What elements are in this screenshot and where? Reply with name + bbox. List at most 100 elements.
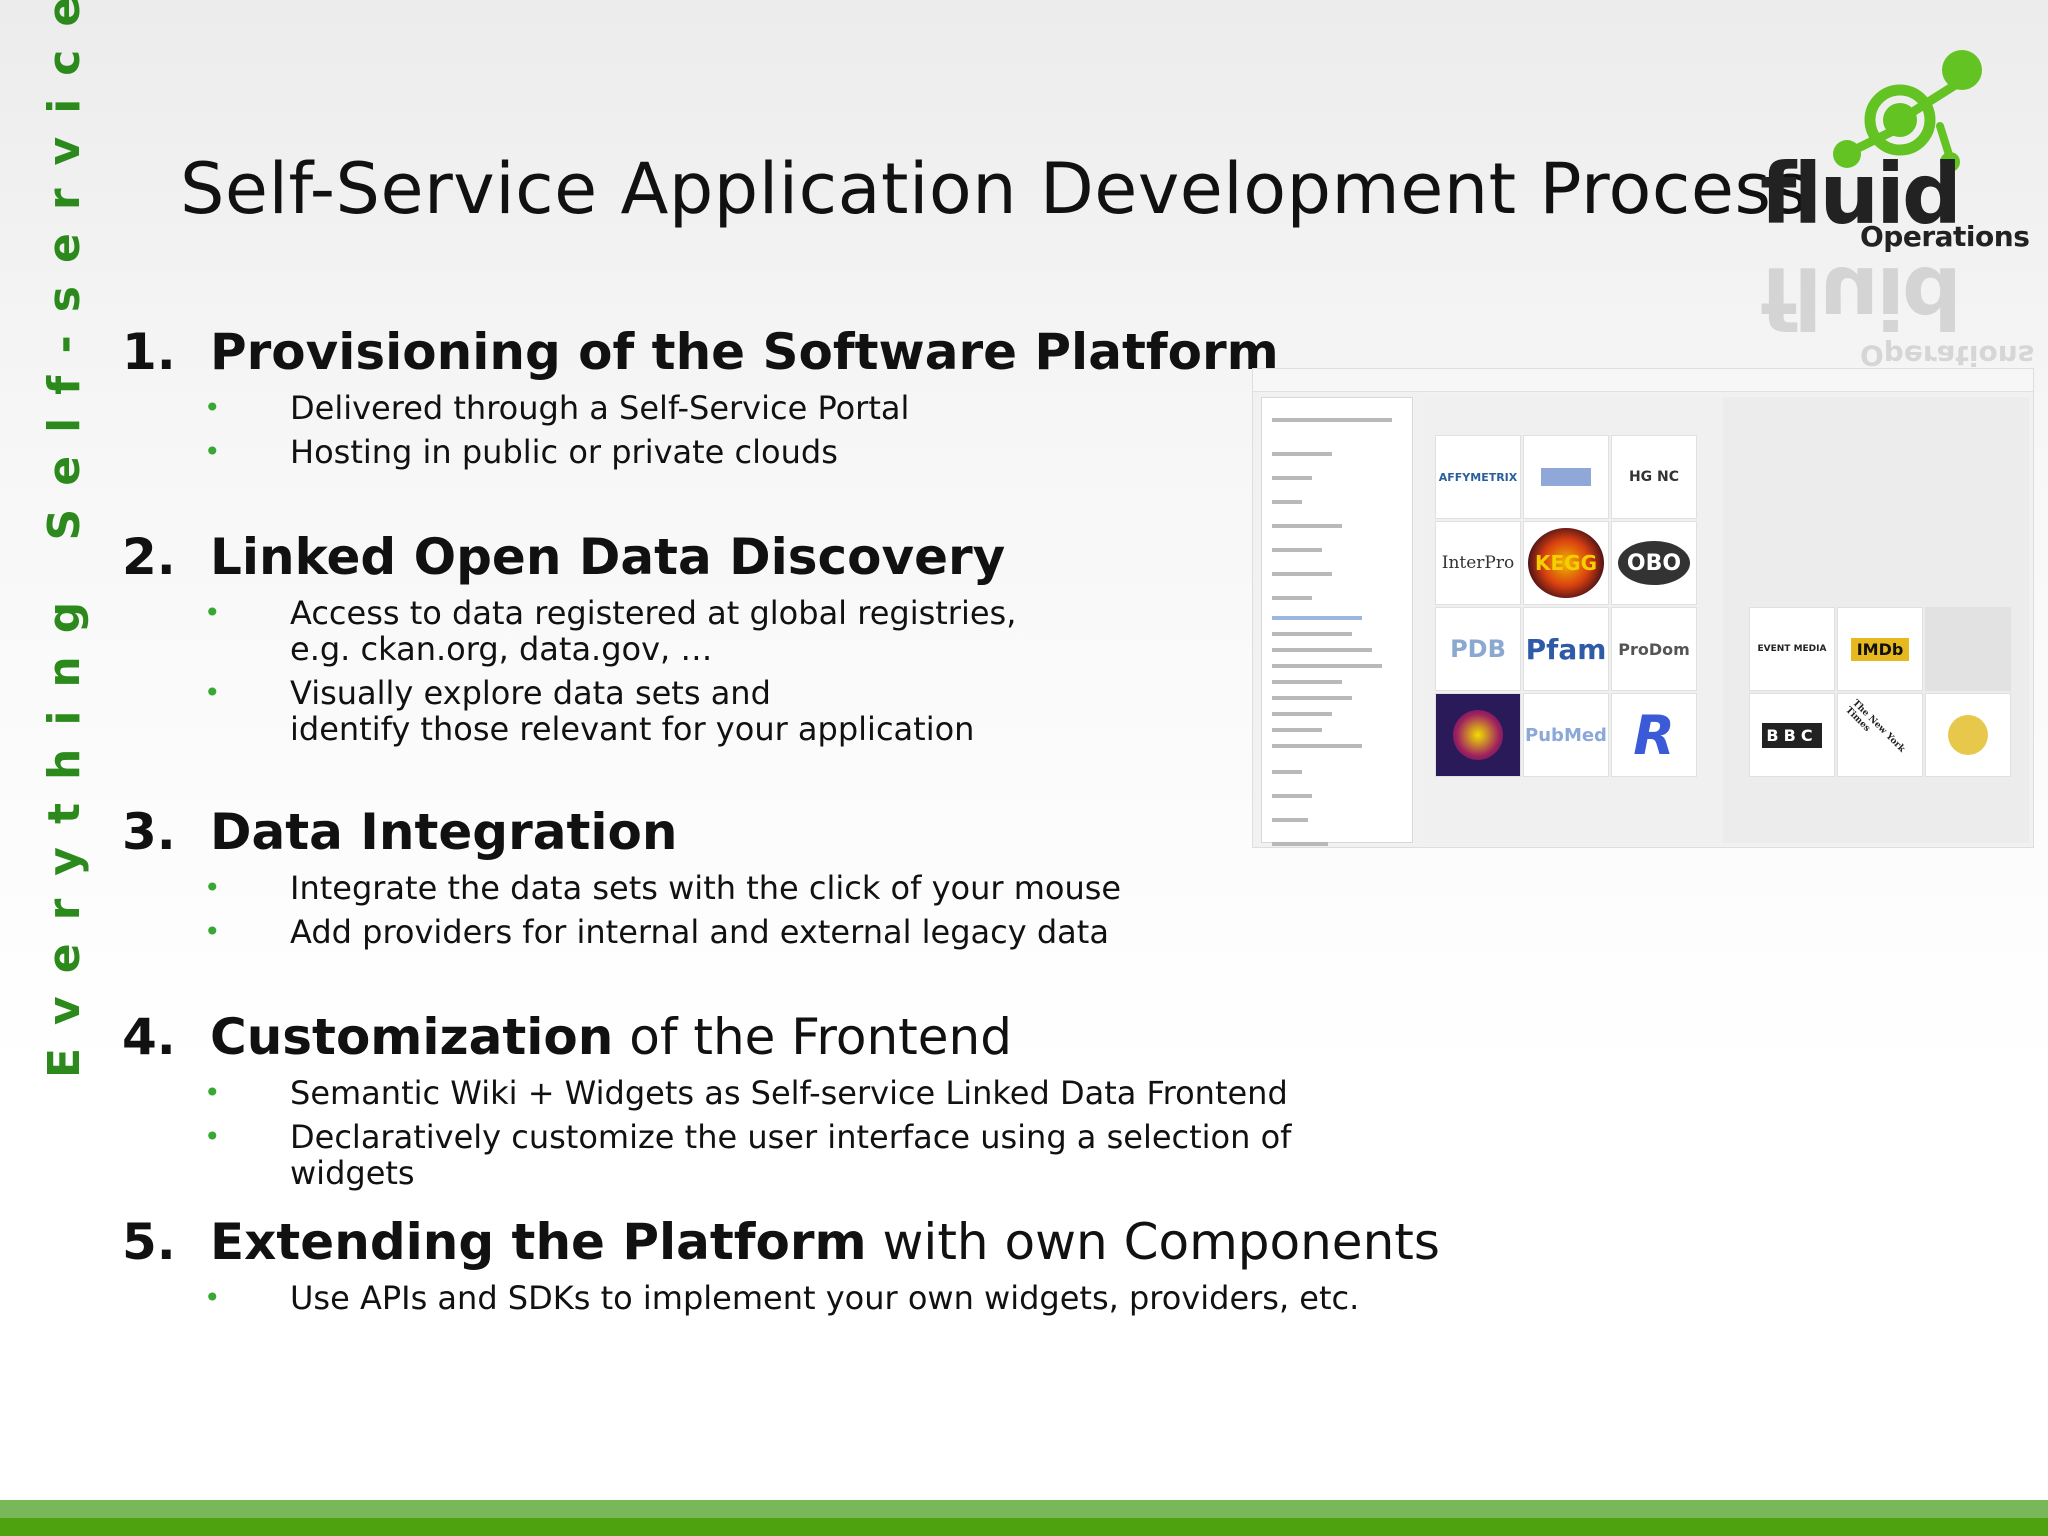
step-5: 5.Extending the Platform with own Compon… [122, 1212, 1440, 1316]
bullet-text: Delivered through a Self-Service Portal [290, 389, 910, 427]
fluid-operations-logo: fluid Operations Operations fluid [1750, 40, 2034, 372]
bullet-text: Add providers for internal and external … [290, 913, 1109, 951]
step-number: 4. [122, 1008, 176, 1066]
tile: ProDom [1611, 607, 1697, 691]
slide-title: Self-Service Application Development Pro… [180, 148, 1809, 230]
tile [1925, 607, 2011, 691]
tile: BBC [1749, 693, 1835, 777]
tile: HG NC [1611, 435, 1697, 519]
facet-line [1272, 648, 1372, 652]
facet-line [1272, 596, 1312, 600]
step-title: Linked Open Data Discovery [210, 528, 1006, 586]
tile: EVENT MEDIA [1749, 607, 1835, 691]
step-number: 5. [122, 1213, 176, 1271]
tile-graphic [1453, 710, 1503, 760]
step-heading: 1. Provisioning of the Software Platform [122, 322, 1372, 382]
step-number: 2. [122, 528, 176, 586]
logo-reflection-word: fluid [1760, 248, 1960, 346]
tile: KEGG [1523, 521, 1609, 605]
logo-reflection: Operations fluid [1760, 248, 2034, 372]
step-heading: 4. Customization of the Frontend [122, 1007, 1372, 1067]
list-item: • Access to data registered at global reg… [122, 595, 1372, 667]
tile: OBO [1611, 521, 1697, 605]
bullet-text: Declaratively customize the user interfa… [290, 1118, 1292, 1192]
bullet-icon: • [204, 676, 221, 709]
bullet-text: Use APIs and SDKs to implement your own … [290, 1279, 1360, 1317]
list-item: • Hosting in public or private clouds [122, 434, 1372, 470]
facet-line [1272, 728, 1322, 732]
screenshot-toolbar [1253, 369, 2033, 392]
step-title: Extending the Platform [210, 1213, 867, 1271]
step-bullets: • Delivered through a Self-Service Portal… [122, 390, 1372, 470]
tile: IMDb [1837, 607, 1923, 691]
step-heading: 5.Extending the Platform with own Compon… [122, 1212, 1440, 1272]
facet-line [1272, 842, 1328, 846]
step-bullets: • Integrate the data sets with the click … [122, 870, 1372, 950]
facet-line [1272, 476, 1312, 480]
facet-line [1272, 500, 1302, 504]
nyt-logo-text: The New York Times [1843, 698, 1907, 755]
bullet-icon: • [204, 391, 221, 424]
tile: PubMed [1523, 693, 1609, 777]
list-item: •Semantic Wiki + Widgets as Self-service… [122, 1075, 1372, 1111]
list-item: • Delivered through a Self-Service Portal [122, 390, 1372, 426]
tile [1523, 435, 1609, 519]
facet-line [1272, 680, 1342, 684]
tile-graphic [1948, 715, 1988, 755]
facet-line [1272, 664, 1382, 668]
footer-band [0, 1500, 2048, 1536]
step-number: 3. [122, 803, 176, 861]
bullet-icon: • [204, 1281, 221, 1314]
facet-line [1272, 572, 1332, 576]
logo-subtitle: Operations [1860, 220, 2030, 253]
step-title: Customization [210, 1008, 614, 1066]
list-item: • Visually explore data sets and identify… [122, 675, 1372, 747]
bullet-text: Visually explore data sets and identify … [290, 674, 975, 748]
bbc-logo-graphic: BBC [1762, 722, 1822, 748]
facet-line [1272, 524, 1342, 528]
tile: PDB [1435, 607, 1521, 691]
step-title: Data Integration [210, 803, 678, 861]
bullet-text: Semantic Wiki + Widgets as Self-service … [290, 1074, 1288, 1112]
obo-logo-graphic: OBO [1618, 541, 1690, 585]
tile: Pfam [1523, 607, 1609, 691]
list-item: • Use APIs and SDKs to implement your own… [122, 1280, 1372, 1316]
step-number: 1. [122, 323, 176, 381]
facet-line [1272, 818, 1308, 822]
bullet-text: Hosting in public or private clouds [290, 433, 838, 471]
tile [1435, 693, 1521, 777]
tile [1925, 693, 2011, 777]
step-3: 3. Data Integration • Integrate the data s… [122, 802, 1372, 950]
list-item: • Declaratively customize the user interf… [122, 1119, 1372, 1191]
facet-line [1272, 712, 1332, 716]
bullet-icon: • [204, 915, 221, 948]
bullet-icon: • [204, 596, 221, 629]
bullet-icon: • [204, 435, 221, 468]
facet-line [1272, 696, 1352, 700]
bullet-text: Integrate the data sets with the click o… [290, 869, 1122, 907]
facet-line [1272, 418, 1392, 422]
bullet-icon: • [204, 871, 221, 904]
logo-word: fluid [1760, 145, 1962, 243]
step-title: Provisioning of the Software Platform [210, 323, 1279, 381]
step-4: 4. Customization of the Frontend • Semanti… [122, 1007, 1372, 1191]
facet-line [1272, 770, 1302, 774]
kegg-logo-graphic: KEGG [1528, 528, 1604, 598]
imdb-logo-graphic: IMDb [1850, 637, 1910, 661]
step-title-rest: of the Frontend [613, 1008, 1012, 1066]
bullet-text: Access to data registered at global regi… [290, 594, 1017, 668]
side-vertical-text: Everything Self-service [39, 0, 90, 1078]
step-1: 1.Provisioning of the Software Platform … [122, 322, 1372, 470]
bullet-icon: • [204, 1120, 221, 1153]
screenshot-facet-panel [1261, 397, 1413, 846]
tile: R [1611, 693, 1697, 777]
step-2: 2. Linked Open Data Discovery • Access to … [122, 527, 1372, 747]
step-heading: 2. Linked Open Data Discovery [122, 527, 1372, 587]
step-bullets: • Semantic Wiki + Widgets as Self-service… [122, 1075, 1372, 1191]
tile: The New York Times [1837, 693, 1923, 777]
data-discovery-screenshot: AFFYMETRIX HG NC InterPro KEGG OBO PDB P… [1252, 368, 2034, 848]
tile: AFFYMETRIX [1435, 435, 1521, 519]
list-item: • Integrate the data sets with the click … [122, 870, 1372, 906]
facet-line [1272, 452, 1332, 456]
facet-line [1272, 744, 1362, 748]
